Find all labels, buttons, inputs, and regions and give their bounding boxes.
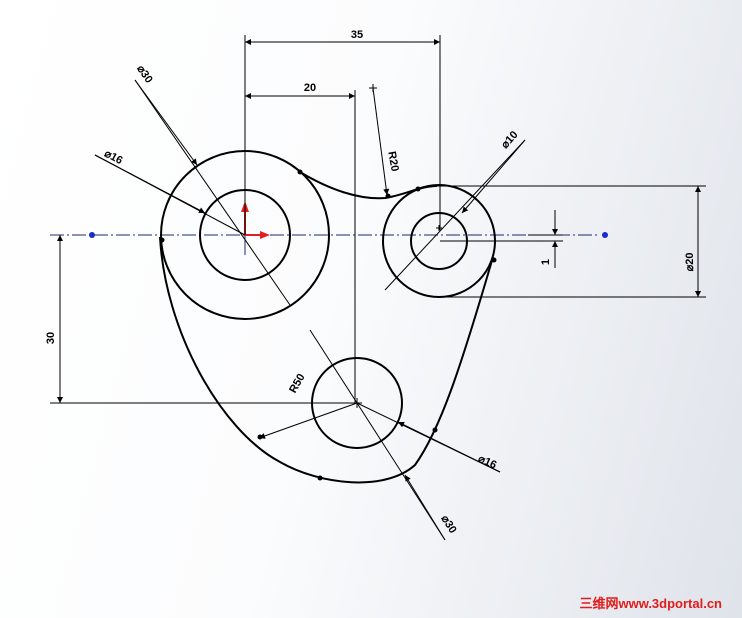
sketch-point[interactable] bbox=[385, 193, 391, 199]
dimension-1[interactable]: 1 bbox=[440, 210, 563, 268]
endpoint-right[interactable] bbox=[602, 232, 608, 238]
dimension-dia10[interactable]: ⌀10 bbox=[384, 129, 526, 291]
dimension-dia20[interactable]: ⌀20 bbox=[435, 185, 706, 298]
sketch-point[interactable] bbox=[491, 257, 497, 263]
dimension-dia16-bottom[interactable]: ⌀16 bbox=[356, 402, 501, 473]
sketch-point[interactable] bbox=[317, 475, 323, 481]
sketch-point[interactable] bbox=[415, 186, 421, 192]
dimension-35[interactable]: 35 bbox=[244, 29, 441, 235]
dimension-r20-label: R20 bbox=[385, 150, 400, 172]
dimension-30-label: 30 bbox=[45, 332, 57, 344]
endpoint-left[interactable] bbox=[89, 232, 95, 238]
dimension-35-label: 35 bbox=[351, 29, 363, 41]
arc-r20-connector[interactable] bbox=[299, 171, 438, 200]
dimension-r50-label: R50 bbox=[287, 372, 307, 395]
dimension-dia30-bottom-label: ⌀30 bbox=[438, 513, 458, 535]
dimension-1-label: 1 bbox=[540, 259, 552, 265]
dimension-30[interactable]: 30 bbox=[45, 235, 357, 404]
dimension-dia30-left-label: ⌀30 bbox=[134, 63, 154, 85]
sketch-point[interactable] bbox=[159, 237, 165, 243]
dimension-r50[interactable]: R50 bbox=[258, 329, 358, 439]
dimension-dia30-left[interactable]: ⌀30 bbox=[134, 63, 291, 306]
watermark-text: 三维网www.3dportal.cn bbox=[579, 596, 722, 611]
sketch-point[interactable] bbox=[297, 169, 303, 175]
dimension-r20[interactable]: R20 bbox=[372, 87, 401, 196]
sketch-point[interactable] bbox=[432, 427, 438, 433]
center-mark-right bbox=[436, 225, 442, 231]
dimension-dia20-label: ⌀20 bbox=[684, 253, 696, 272]
dimension-20-label: 20 bbox=[304, 82, 316, 94]
dimension-20[interactable]: 20 bbox=[245, 82, 356, 403]
dimension-dia16-left[interactable]: ⌀16 bbox=[94, 148, 246, 236]
dimension-dia16-bottom-label: ⌀16 bbox=[476, 453, 498, 472]
outer-profile[interactable] bbox=[159, 236, 494, 484]
